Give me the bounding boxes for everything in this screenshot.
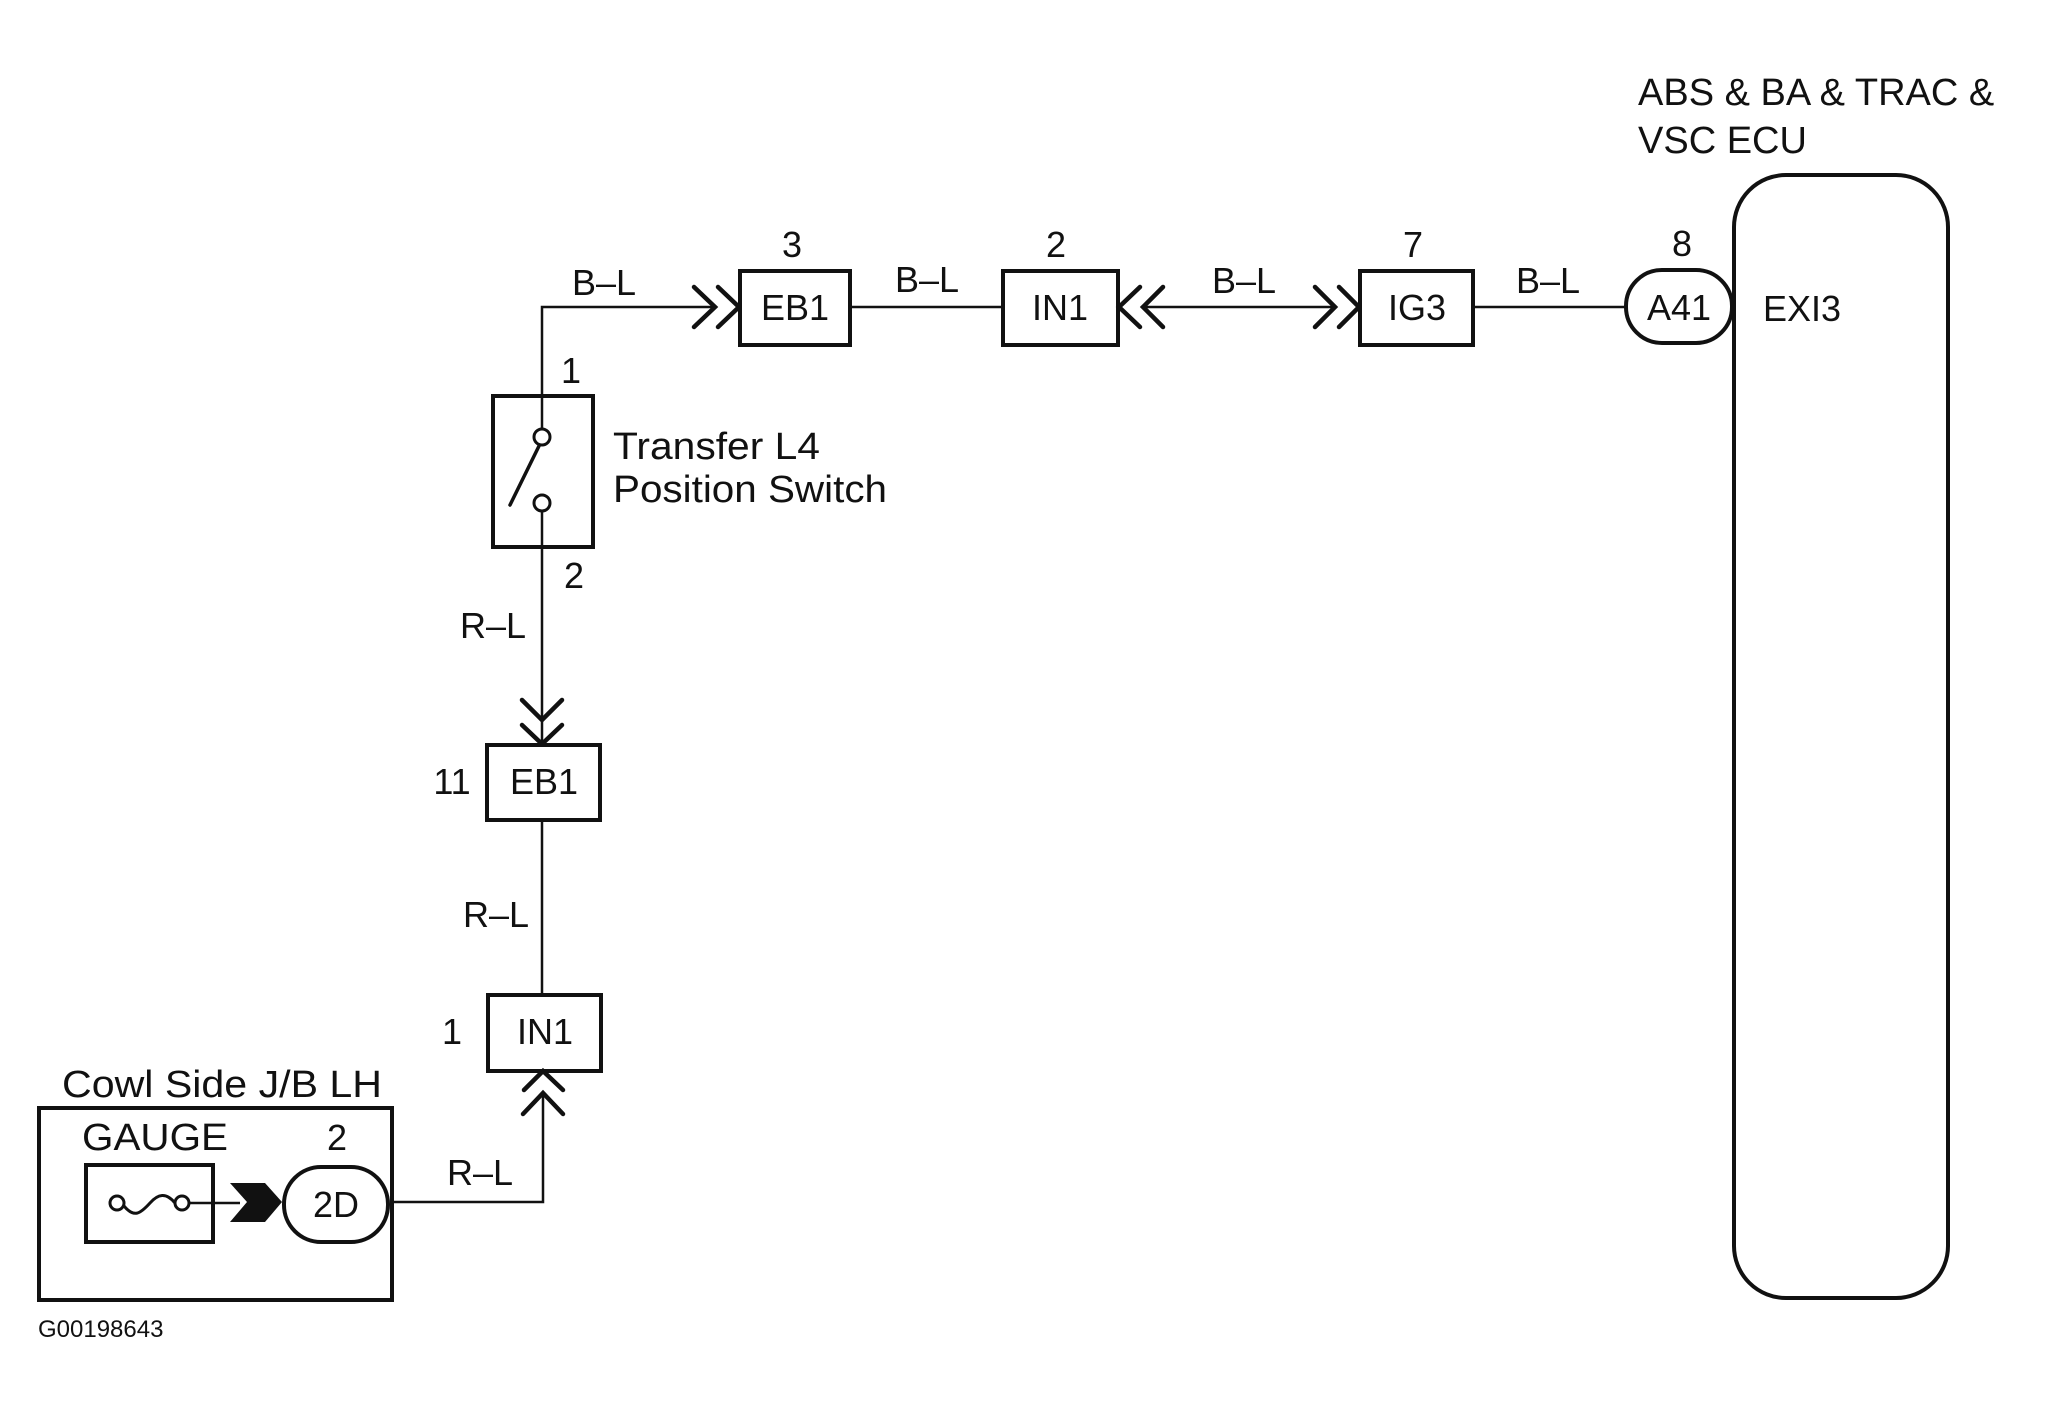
- switch-pin-bottom: 2: [564, 555, 584, 596]
- wire-label-in1-to-ig3: B–L: [1212, 260, 1276, 301]
- wire-label-ig3-to-a41: B–L: [1516, 260, 1580, 301]
- connector-ig3-pin: 7: [1403, 224, 1423, 265]
- connector-eb1-top-box: [738, 269, 852, 347]
- connector-ig3-box: [1358, 269, 1475, 347]
- connector-in1-top-pin: 2: [1046, 224, 1066, 265]
- connector-chevron: [715, 284, 743, 330]
- connector-ig3-label: IG3: [1388, 287, 1446, 328]
- connector-in1-top-box: [1001, 269, 1120, 347]
- connector-in1-bottom-box: [486, 993, 603, 1073]
- connector-eb1-top-pin: 3: [782, 224, 802, 265]
- switch-pin-top: 1: [561, 350, 581, 391]
- connector-ig3: IG3 7: [1358, 224, 1475, 347]
- switch-contact-top: [532, 427, 552, 447]
- connector-a41-pin: 8: [1672, 223, 1692, 264]
- wire-label-switch-to-eb1-lower: R–L: [460, 605, 526, 646]
- fuse-element: [122, 1194, 177, 1215]
- connector-2d-pill: [282, 1165, 390, 1244]
- switch-contact-bottom: [532, 493, 552, 513]
- connector-chevron: [691, 284, 719, 330]
- connector-chevron: [1336, 284, 1363, 330]
- connector-eb1-bottom-label: EB1: [510, 761, 578, 802]
- connector-eb1-bottom: EB1 11: [433, 743, 602, 822]
- connector-eb1-top-label: EB1: [761, 287, 829, 328]
- wire-jb-to-in1: [388, 1093, 545, 1204]
- ecu-title-line2: VSC ECU: [1638, 120, 1807, 162]
- connector-in1-top-label: IN1: [1032, 287, 1088, 328]
- connector-2d-pin: 2: [327, 1117, 347, 1158]
- ecu-body: [1732, 173, 1950, 1300]
- switch-blade-icon: [508, 444, 541, 507]
- connector-in1-bottom: IN1 1: [442, 993, 603, 1073]
- junction-block: Cowl Side J/B LH GAUGE 2 2D: [37, 1064, 394, 1302]
- connector-chevron: [519, 697, 565, 724]
- male-terminal-arrow-icon: [230, 1183, 282, 1222]
- switch-name-line1: Transfer L4: [613, 426, 820, 468]
- connector-a41-label: A41: [1647, 287, 1711, 328]
- transfer-switch: 1 2 Transfer L4 Position Switch: [491, 350, 887, 596]
- connector-2d-label: 2D: [313, 1184, 359, 1225]
- connector-chevron: [1115, 284, 1143, 330]
- fuse-name: GAUGE: [82, 1117, 228, 1159]
- wire-label-eb1-to-in1: B–L: [895, 259, 959, 300]
- junction-block-title: Cowl Side J/B LH: [62, 1064, 382, 1106]
- connector-a41: A41 8: [1624, 223, 1734, 345]
- fuse-terminal: [108, 1194, 126, 1212]
- wire-label-eb1-to-in1-lower: R–L: [463, 894, 529, 935]
- figure-id: G00198643: [38, 1316, 163, 1343]
- connector-eb1-bottom-box: [485, 743, 602, 822]
- ecu: ABS & BA & TRAC & VSC ECU EXI3: [1638, 72, 1994, 1300]
- connector-in1-bottom-label: IN1: [517, 1011, 573, 1052]
- ecu-title-line1: ABS & BA & TRAC &: [1638, 72, 1994, 114]
- wire-label-switch-to-eb1: B–L: [572, 262, 636, 303]
- switch-name-line2: Position Switch: [613, 469, 887, 511]
- wire-label-jb-to-in1: R–L: [447, 1152, 513, 1193]
- connector-in1-bottom-pin: 1: [442, 1011, 462, 1052]
- connector-eb1-top: EB1 3: [738, 224, 852, 347]
- ecu-terminal-name: EXI3: [1763, 288, 1841, 329]
- connector-chevron: [1312, 284, 1339, 330]
- fuse-terminal: [173, 1194, 191, 1212]
- wire-switch-to-eb1: [540, 305, 714, 395]
- connector-in1-top: IN1 2: [1001, 224, 1120, 347]
- connector-eb1-bottom-pin: 11: [433, 761, 470, 802]
- connector-chevron: [521, 1067, 566, 1093]
